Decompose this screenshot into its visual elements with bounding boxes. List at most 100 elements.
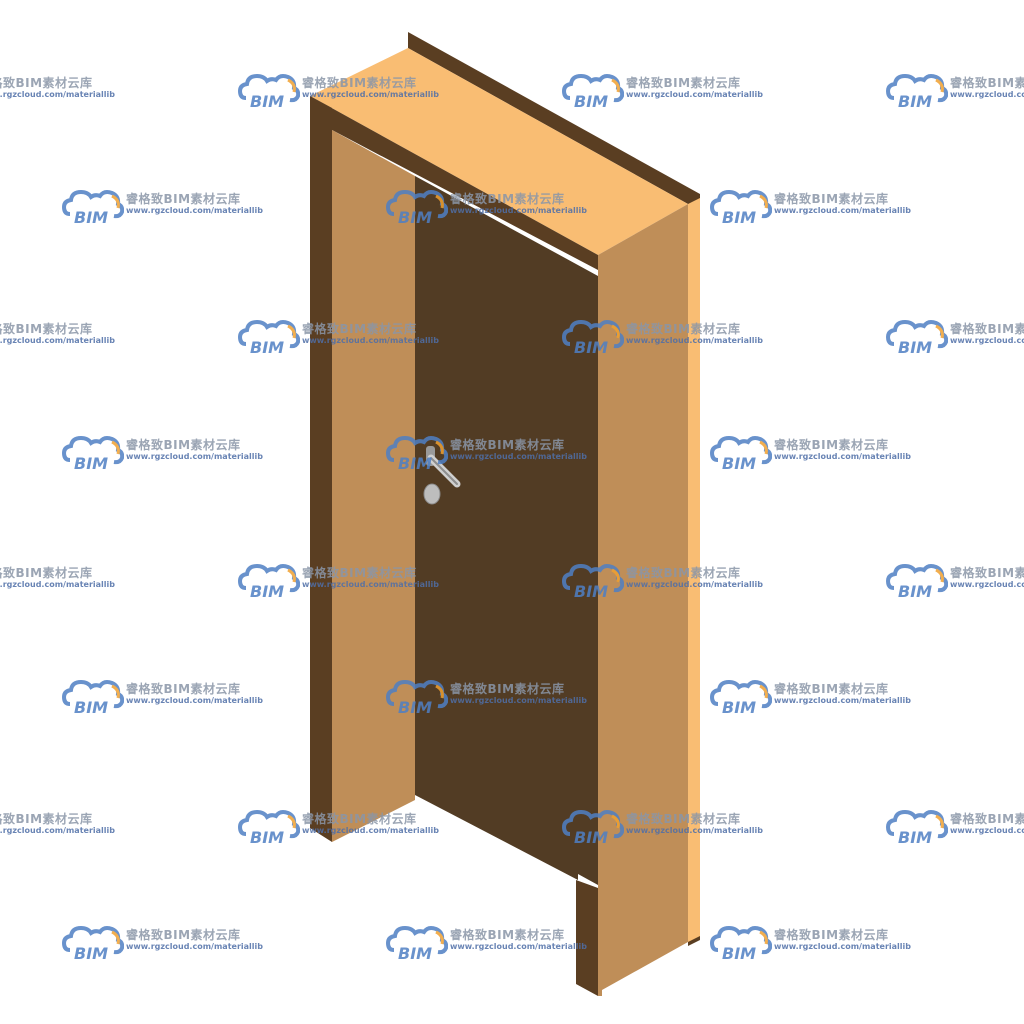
watermark-logo-text: BIM xyxy=(574,338,608,356)
watermark-title: 睿格致BIM素材云库 xyxy=(0,76,93,90)
watermark: BIM 睿格致BIM素材云库 www.rgzcloud.com/material… xyxy=(238,316,439,356)
cloud-icon: BIM xyxy=(62,925,124,962)
watermark-logo-text: BIM xyxy=(722,208,756,226)
watermark: BIM 睿格致BIM素材云库 www.rgzcloud.com/material… xyxy=(886,560,1024,600)
watermark-title: 睿格致BIM素材云库 xyxy=(950,76,1024,90)
watermark: BIM 睿格致BIM素材云库 www.rgzcloud.com/material… xyxy=(62,432,263,472)
watermark: BIM 睿格致BIM素材云库 www.rgzcloud.com/material… xyxy=(386,676,587,716)
watermark-url: www.rgzcloud.com/materiallib xyxy=(450,452,587,461)
watermark-title: 睿格致BIM素材云库 xyxy=(774,928,889,942)
watermark-title: 睿格致BIM素材云库 xyxy=(302,76,417,90)
watermark-title: 睿格致BIM素材云库 xyxy=(950,322,1024,336)
cloud-icon: BIM xyxy=(238,809,300,846)
watermark-url: www.rgzcloud.com/materiallib xyxy=(626,90,763,99)
cloud-icon: BIM xyxy=(238,73,300,110)
watermark-title: 睿格致BIM素材云库 xyxy=(302,322,417,336)
watermark-url: www.rgzcloud.com/materiallib xyxy=(302,336,439,345)
watermark-url: www.rgzcloud.com/materiallib xyxy=(0,580,115,589)
watermark-title: 睿格致BIM素材云库 xyxy=(0,812,93,826)
watermark: BIM 睿格致BIM素材云库 www.rgzcloud.com/material… xyxy=(62,186,263,226)
watermark: BIM 睿格致BIM素材云库 www.rgzcloud.com/material… xyxy=(0,806,115,846)
watermark: BIM 睿格致BIM素材云库 www.rgzcloud.com/material… xyxy=(0,560,115,600)
cloud-icon: BIM xyxy=(710,189,772,226)
watermark-url: www.rgzcloud.com/materiallib xyxy=(302,826,439,835)
watermark: BIM 睿格致BIM素材云库 www.rgzcloud.com/material… xyxy=(710,186,911,226)
watermark-url: www.rgzcloud.com/materiallib xyxy=(0,336,115,345)
watermark-title: 睿格致BIM素材云库 xyxy=(950,812,1024,826)
watermark: BIM 睿格致BIM素材云库 www.rgzcloud.com/material… xyxy=(710,432,911,472)
watermark-url: www.rgzcloud.com/materiallib xyxy=(126,452,263,461)
watermark-title: 睿格致BIM素材云库 xyxy=(126,928,241,942)
watermark-url: www.rgzcloud.com/materiallib xyxy=(950,90,1024,99)
cloud-icon: BIM xyxy=(710,679,772,716)
watermark-logo-text: BIM xyxy=(250,338,284,356)
watermark-url: www.rgzcloud.com/materiallib xyxy=(950,336,1024,345)
watermark-title: 睿格致BIM素材云库 xyxy=(126,682,241,696)
cloud-icon: BIM xyxy=(62,189,124,226)
watermark-url: www.rgzcloud.com/materiallib xyxy=(450,206,587,215)
cloud-icon: BIM xyxy=(562,73,624,110)
watermark: BIM 睿格致BIM素材云库 www.rgzcloud.com/material… xyxy=(386,922,587,962)
watermark-title: 睿格致BIM素材云库 xyxy=(774,682,889,696)
watermark: BIM 睿格致BIM素材云库 www.rgzcloud.com/material… xyxy=(62,922,263,962)
watermark-title: 睿格致BIM素材云库 xyxy=(626,76,741,90)
watermark-title: 睿格致BIM素材云库 xyxy=(450,682,565,696)
watermark-url: www.rgzcloud.com/materiallib xyxy=(450,696,587,705)
frame-left-jamb xyxy=(332,130,415,842)
watermark-title: 睿格致BIM素材云库 xyxy=(126,192,241,206)
watermark-url: www.rgzcloud.com/materiallib xyxy=(950,826,1024,835)
watermark-url: www.rgzcloud.com/materiallib xyxy=(774,206,911,215)
watermark-title: 睿格致BIM素材云库 xyxy=(950,566,1024,580)
watermark-title: 睿格致BIM素材云库 xyxy=(774,438,889,452)
watermark-title: 睿格致BIM素材云库 xyxy=(626,812,741,826)
watermark-logo-text: BIM xyxy=(398,944,432,962)
cloud-icon: BIM xyxy=(562,319,624,356)
frame-left-edge xyxy=(310,96,332,842)
watermark-logo-text: BIM xyxy=(250,828,284,846)
watermark-title: 睿格致BIM素材云库 xyxy=(626,566,741,580)
watermark-logo-text: BIM xyxy=(574,828,608,846)
cloud-icon: BIM xyxy=(710,925,772,962)
cloud-icon: BIM xyxy=(238,319,300,356)
cloud-icon: BIM xyxy=(386,925,448,962)
watermark-url: www.rgzcloud.com/materiallib xyxy=(126,206,263,215)
watermark-url: www.rgzcloud.com/materiallib xyxy=(0,90,115,99)
watermark-url: www.rgzcloud.com/materiallib xyxy=(774,942,911,951)
watermark-url: www.rgzcloud.com/materiallib xyxy=(774,452,911,461)
frame-right-foot xyxy=(576,880,598,996)
watermark-title: 睿格致BIM素材云库 xyxy=(0,566,93,580)
cloud-icon: BIM xyxy=(386,679,448,716)
watermark-logo-text: BIM xyxy=(398,454,432,472)
watermark-title: 睿格致BIM素材云库 xyxy=(450,928,565,942)
cloud-icon: BIM xyxy=(386,435,448,472)
watermark: BIM 睿格致BIM素材云库 www.rgzcloud.com/material… xyxy=(238,70,439,110)
cloud-icon: BIM xyxy=(886,563,948,600)
watermark-logo-text: BIM xyxy=(722,454,756,472)
watermark: BIM 睿格致BIM素材云库 www.rgzcloud.com/material… xyxy=(886,806,1024,846)
watermark: BIM 睿格致BIM素材云库 www.rgzcloud.com/material… xyxy=(886,70,1024,110)
watermark-logo-text: BIM xyxy=(722,698,756,716)
watermark: BIM 睿格致BIM素材云库 www.rgzcloud.com/material… xyxy=(238,806,439,846)
cloud-icon: BIM xyxy=(62,679,124,716)
watermark-title: 睿格致BIM素材云库 xyxy=(450,438,565,452)
watermark-url: www.rgzcloud.com/materiallib xyxy=(626,580,763,589)
cloud-icon: BIM xyxy=(886,73,948,110)
frame-right-jamb xyxy=(598,204,688,990)
cloud-icon: BIM xyxy=(710,435,772,472)
watermark-url: www.rgzcloud.com/materiallib xyxy=(126,942,263,951)
watermark: BIM 睿格致BIM素材云库 www.rgzcloud.com/material… xyxy=(886,316,1024,356)
watermark-title: 睿格致BIM素材云库 xyxy=(774,192,889,206)
watermark-title: 睿格致BIM素材云库 xyxy=(0,322,93,336)
watermark-url: www.rgzcloud.com/materiallib xyxy=(950,580,1024,589)
frame-top-surface xyxy=(310,48,688,255)
watermark-url: www.rgzcloud.com/materiallib xyxy=(302,90,439,99)
cloud-icon: BIM xyxy=(562,563,624,600)
frame-header-front xyxy=(310,96,598,270)
cloud-icon: BIM xyxy=(62,435,124,472)
watermark: BIM 睿格致BIM素材云库 www.rgzcloud.com/material… xyxy=(562,560,763,600)
watermark-logo-text: BIM xyxy=(574,92,608,110)
watermark: BIM 睿格致BIM素材云库 www.rgzcloud.com/material… xyxy=(0,316,115,356)
frame-right-foot-face xyxy=(598,888,602,996)
